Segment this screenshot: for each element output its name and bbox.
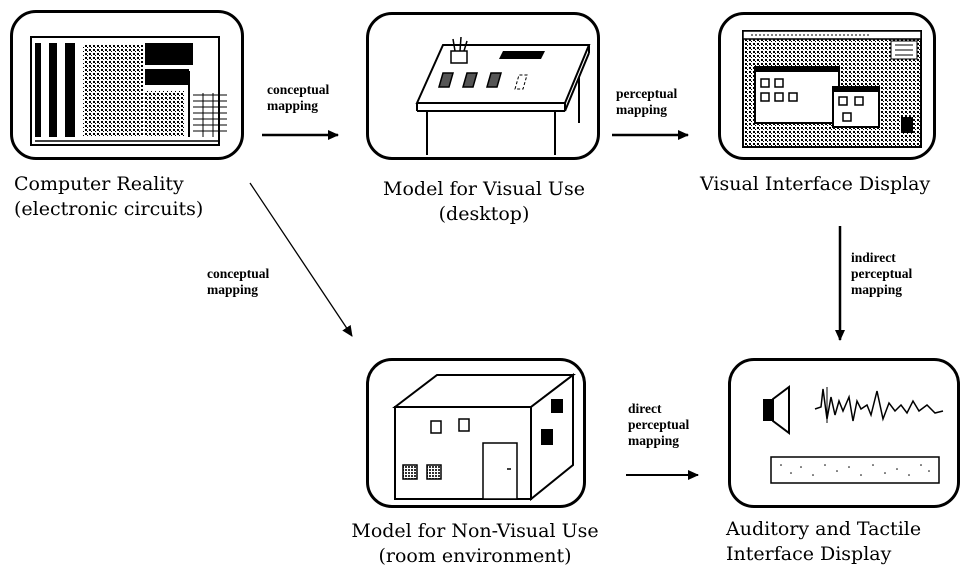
- visual-interface-display-label: Visual Interface Display: [700, 172, 930, 197]
- computer-reality-subtitle: (electronic circuits): [14, 198, 204, 220]
- braille-display-icon: [770, 456, 940, 484]
- edge-label-line: direct: [628, 401, 662, 416]
- edge-label-line: mapping: [616, 102, 668, 117]
- computer-reality-box: [10, 10, 244, 160]
- arrow-conceptual-mapping-diagonal: [249, 182, 353, 337]
- edge-label-line: mapping: [628, 433, 680, 448]
- edge-label-perceptual-mapping: perceptual mapping: [616, 86, 677, 118]
- visual-interface-display-title: Visual Interface Display: [700, 173, 931, 195]
- computer-reality-label: Computer Reality (electronic circuits): [14, 172, 203, 222]
- edge-label-line: mapping: [207, 282, 259, 297]
- model-visual-use-title: Model for Visual Use: [383, 178, 585, 200]
- model-visual-use-subtitle: (desktop): [438, 203, 530, 225]
- edge-label-conceptual-mapping-top: conceptual mapping: [267, 82, 329, 114]
- model-nonvisual-use-label: Model for Non-Visual Use (room environme…: [325, 519, 625, 569]
- speaker-icon: [763, 399, 773, 421]
- edge-label-line: perceptual: [616, 86, 678, 101]
- auditory-tactile-display-title: Auditory and Tactile: [726, 518, 922, 540]
- edge-label-line: mapping: [267, 98, 319, 113]
- edge-label-line: indirect: [851, 250, 896, 265]
- room-building-icon: [392, 372, 576, 502]
- auditory-tactile-display-label: Auditory and Tactile Interface Display: [726, 517, 921, 567]
- edge-label-line: conceptual: [207, 266, 270, 281]
- model-nonvisual-use-subtitle: (room environment): [378, 545, 572, 567]
- model-visual-use-label: Model for Visual Use (desktop): [355, 177, 613, 227]
- model-nonvisual-use-box: [366, 358, 586, 508]
- edge-label-line: perceptual: [628, 417, 690, 432]
- edge-label-indirect-perceptual-mapping: indirect perceptual mapping: [851, 250, 912, 298]
- visual-interface-display-box: [718, 12, 936, 160]
- edge-label-line: conceptual: [267, 82, 330, 97]
- edge-label-line: mapping: [851, 282, 903, 297]
- waveform-icon: [814, 388, 944, 422]
- model-nonvisual-use-title: Model for Non-Visual Use: [351, 520, 599, 542]
- gui-screen-icon: [742, 30, 922, 148]
- desktop-table-icon: [415, 36, 591, 155]
- model-visual-use-box: [366, 12, 600, 160]
- edge-label-direct-perceptual-mapping: direct perceptual mapping: [628, 401, 689, 449]
- auditory-tactile-display-subtitle: Interface Display: [726, 543, 892, 565]
- computer-reality-title: Computer Reality: [14, 173, 184, 195]
- auditory-tactile-display-box: [728, 358, 960, 508]
- speaker-waveform-braille-icon: [763, 385, 944, 484]
- edge-label-line: perceptual: [851, 266, 913, 281]
- circuit-board-icon: [30, 36, 227, 146]
- edge-label-conceptual-mapping-diagonal: conceptual mapping: [207, 266, 269, 298]
